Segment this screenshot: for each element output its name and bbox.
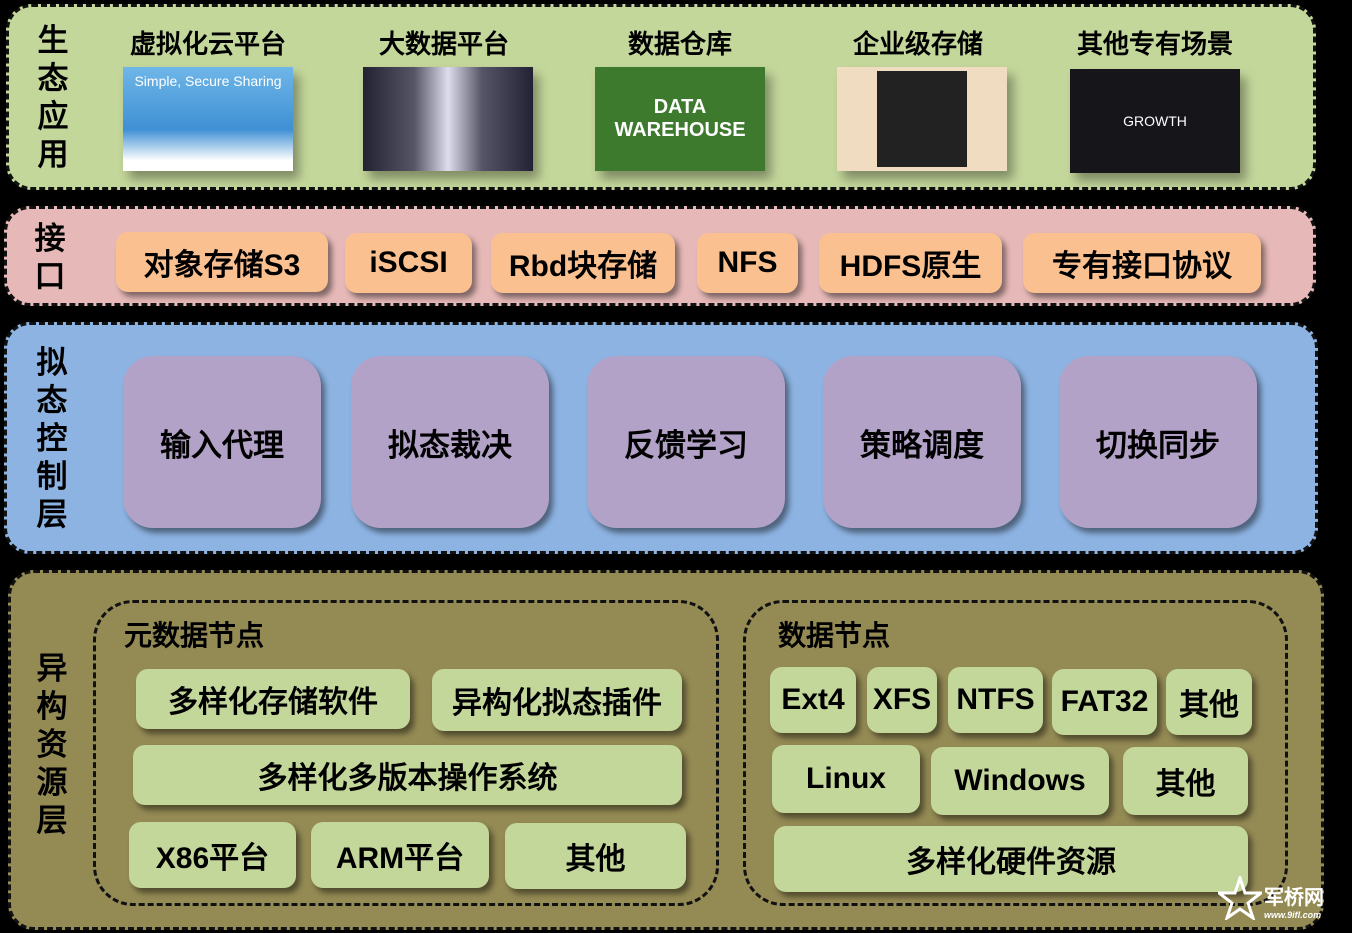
data-node-title: 数据节点 — [778, 620, 891, 651]
interface-iscsi: iSCSI — [345, 233, 472, 293]
watermark-star-icon — [1218, 876, 1262, 920]
meta-other-platform: 其他 — [505, 823, 686, 889]
fs-ext4: Ext4 — [770, 667, 856, 733]
watermark: 军桥网 www.9ifl.com — [1264, 886, 1324, 921]
server-room-image — [363, 67, 533, 171]
interface-proprietary: 专有接口协议 — [1023, 233, 1261, 293]
eco-title: 虚拟化云平台 — [129, 29, 286, 59]
data-node-group — [743, 600, 1288, 906]
business-growth-image: GROWTH — [1070, 69, 1240, 173]
watermark-url: www.9ifl.com — [1264, 910, 1322, 920]
mimic-label: 拟态控制层 — [36, 345, 68, 532]
input-proxy: 输入代理 — [123, 356, 321, 528]
watermark-text: 军桥网 — [1264, 887, 1324, 909]
os-other: 其他 — [1123, 747, 1248, 815]
diverse-os: 多样化多版本操作系统 — [133, 745, 682, 805]
arm-platform: ARM平台 — [311, 822, 489, 888]
os-linux: Linux — [772, 745, 920, 813]
interface-nfs: NFS — [697, 233, 798, 293]
eco-title: 数据仓库 — [627, 29, 732, 59]
x86-platform: X86平台 — [129, 822, 296, 888]
eco-title: 其他专有场景 — [1076, 29, 1233, 59]
eco-title: 企业级存储 — [852, 29, 983, 59]
metadata-node-group — [93, 600, 719, 906]
fs-fat32: FAT32 — [1052, 669, 1157, 735]
metadata-node-title: 元数据节点 — [124, 620, 265, 651]
data-warehouse-image: DATA WAREHOUSE — [595, 67, 765, 171]
feedback-learning: 反馈学习 — [587, 356, 785, 528]
fs-other: 其他 — [1166, 669, 1252, 735]
mimic-plugin: 异构化拟态插件 — [432, 669, 682, 731]
cloud-image: Simple, Secure Sharing — [123, 67, 293, 171]
fs-xfs: XFS — [867, 667, 937, 733]
storage-server-image — [837, 67, 1007, 171]
hetero-label: 异构资源层 — [36, 651, 68, 838]
diverse-storage-software: 多样化存储软件 — [136, 669, 410, 729]
diverse-hardware: 多样化硬件资源 — [774, 826, 1248, 892]
switch-sync: 切换同步 — [1059, 356, 1257, 528]
eco-title: 大数据平台 — [378, 29, 509, 59]
policy-scheduling: 策略调度 — [823, 356, 1021, 528]
interface-hdfs: HDFS原生 — [819, 233, 1002, 293]
fs-ntfs: NTFS — [948, 667, 1043, 733]
interface-s3: 对象存储S3 — [116, 232, 328, 292]
interface-label: 接口 — [34, 221, 66, 294]
mimic-arbitration: 拟态裁决 — [351, 356, 549, 528]
os-windows: Windows — [931, 747, 1109, 815]
interface-rbd: Rbd块存储 — [491, 233, 675, 293]
ecology-label: 生态应用 — [37, 23, 69, 172]
